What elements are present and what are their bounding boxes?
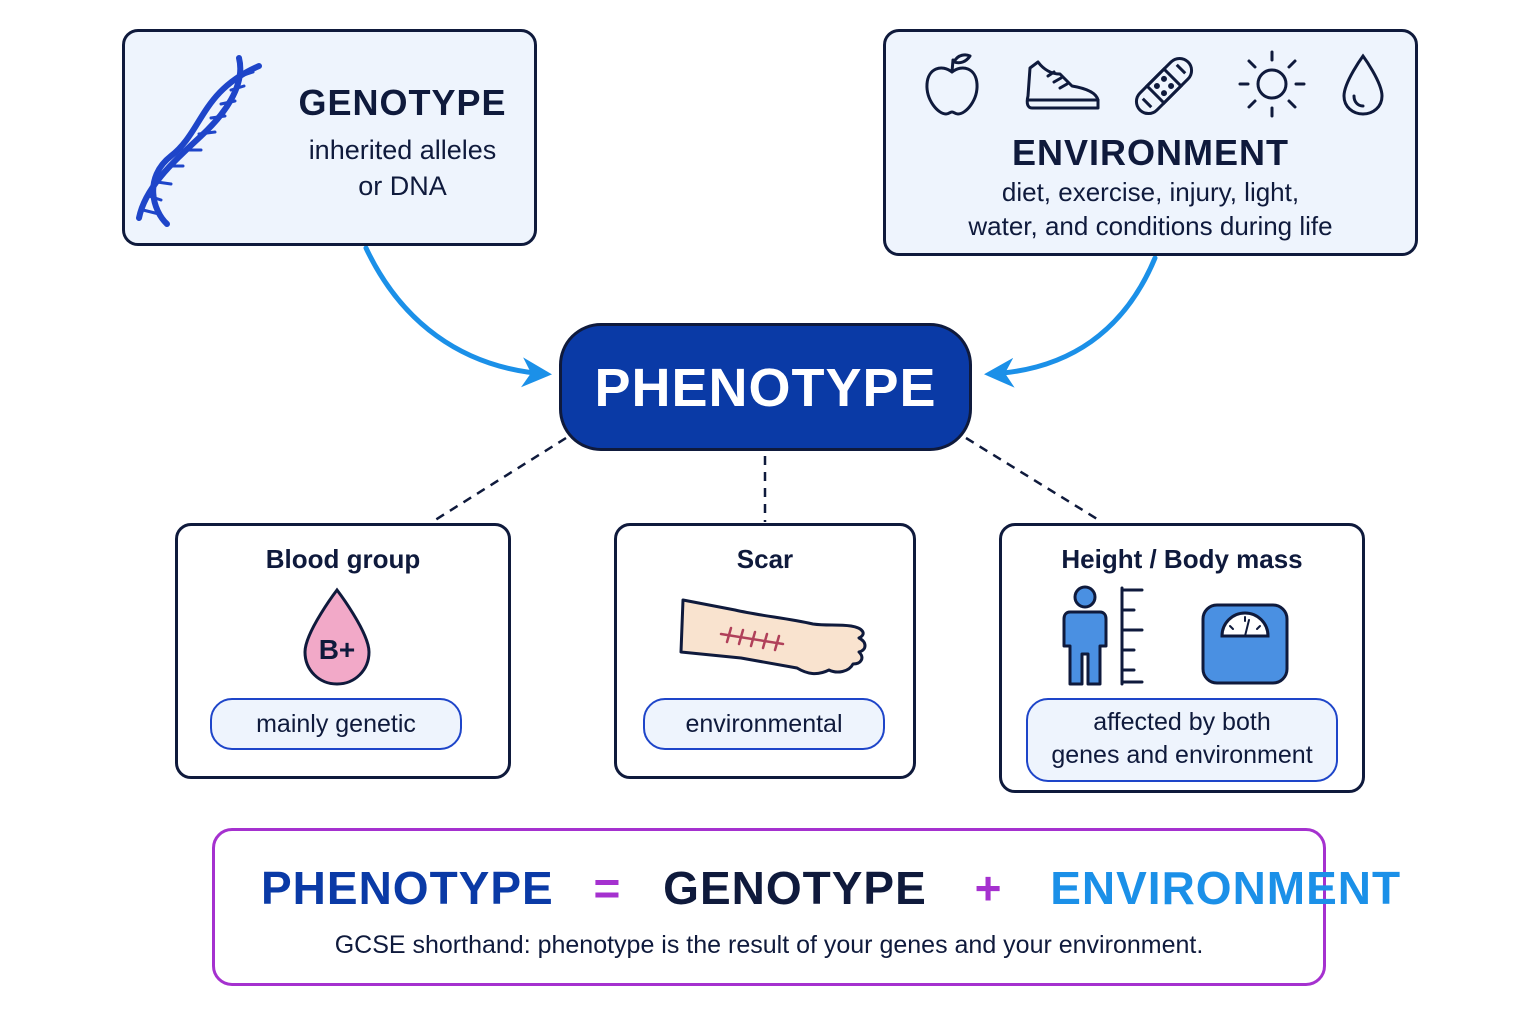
- genotype-box: GENOTYPE inherited alleles or DNA: [122, 29, 537, 246]
- link-height: [965, 436, 1103, 524]
- bandage-icon: [1134, 56, 1194, 116]
- equation-term-environment: ENVIRONMENT: [1050, 861, 1402, 914]
- environment-description-line: water, and conditions during life: [968, 211, 1333, 241]
- equation-row: PHENOTYPE = GENOTYPE + ENVIRONMENT: [261, 857, 1402, 914]
- environment-box: ENVIRONMENT diet, exercise, injury, ligh…: [883, 29, 1418, 256]
- arm-scar-icon: [679, 598, 867, 676]
- equation-box: PHENOTYPE = GENOTYPE + ENVIRONMENT GCSE …: [212, 828, 1400, 986]
- environment-title: ENVIRONMENT: [1011, 132, 1289, 173]
- pill-label-line: affected by both: [1093, 708, 1271, 736]
- equation-term-phenotype: PHENOTYPE: [261, 861, 554, 914]
- blood-drop-icon: B+: [303, 587, 371, 686]
- example-card-scar: Scar environmental: [614, 523, 916, 779]
- link-blood-group: [431, 436, 567, 524]
- person-icon: [1062, 585, 1108, 686]
- card-title: Scar: [736, 544, 794, 574]
- pill-label: environmental: [685, 710, 843, 738]
- environment-description-line: diet, exercise, injury, light,: [1001, 177, 1300, 207]
- genotype-description: inherited alleles or DNA: [275, 132, 530, 204]
- label-pill-mainly-genetic: mainly genetic: [210, 698, 462, 750]
- equation-term-genotype: GENOTYPE: [663, 861, 927, 914]
- sneaker-icon: [1025, 60, 1100, 110]
- genotype-arrow: [363, 245, 552, 388]
- genotype-title: GENOTYPE: [298, 82, 507, 123]
- phenotype-node: PHENOTYPE: [559, 323, 972, 451]
- blood-group-badge: B+: [319, 634, 356, 665]
- apple-icon: [925, 53, 979, 116]
- genotype-description-line: inherited alleles: [308, 135, 497, 165]
- example-card-blood-group: Blood group B+ mainly genetic: [175, 523, 511, 779]
- genotype-description-line: or DNA: [358, 171, 447, 201]
- pill-label: mainly genetic: [256, 710, 416, 738]
- scale-icon: [1201, 603, 1289, 685]
- ruler-icon: [1120, 586, 1144, 686]
- pill-label-line: genes and environment: [1051, 741, 1313, 769]
- equation-operator-equals: =: [593, 861, 622, 914]
- card-title: Blood group: [265, 544, 421, 574]
- sun-icon: [1238, 50, 1306, 118]
- card-title: Height / Body mass: [1061, 544, 1303, 574]
- label-pill-environmental: environmental: [643, 698, 885, 750]
- equation-note: GCSE shorthand: phenotype is the result …: [334, 931, 1204, 959]
- dna-icon: [136, 55, 262, 227]
- water-drop-icon: [1342, 53, 1384, 116]
- label-pill-both: affected by both genes and environment: [1026, 698, 1338, 782]
- environment-arrow: [984, 255, 1158, 388]
- equation-operator-plus: +: [974, 861, 1003, 914]
- environment-description: diet, exercise, injury, light, water, an…: [886, 175, 1415, 243]
- example-card-height-body-mass: Height / Body mass affected by both gene: [999, 523, 1365, 793]
